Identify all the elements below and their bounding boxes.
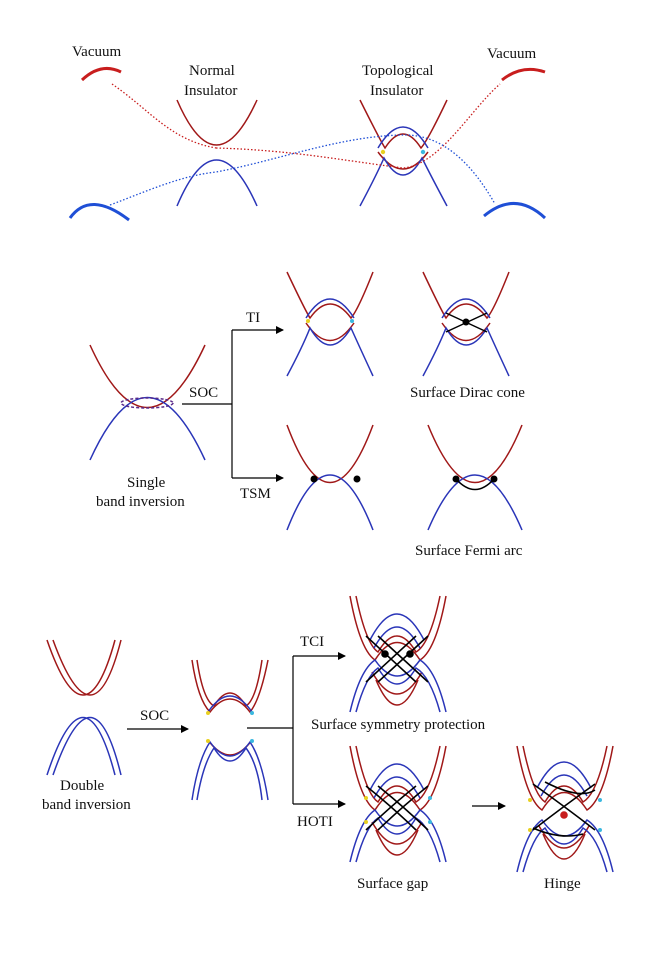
- vacuum-right-valence: [483, 202, 547, 220]
- normal-insulator-conduction: [176, 99, 258, 146]
- soc-label-c: SOC: [140, 708, 169, 724]
- normal-insulator-label-line2: Insulator: [184, 83, 237, 99]
- single-inversion-label-line2: band inversion: [96, 494, 185, 510]
- double-inversion-label-line2: band inversion: [42, 797, 131, 813]
- hinge-point: [560, 811, 568, 819]
- panel-a: Vacuum Vacuum Normal Insulator Topologic…: [68, 44, 547, 222]
- tci-bands: [349, 595, 447, 713]
- ti-bulk: [286, 271, 374, 377]
- single-inversion-conduction: [89, 344, 206, 408]
- vacuum-right-conduction: [501, 67, 546, 82]
- hinge-label: Hinge: [544, 876, 581, 892]
- single-inversion-ring: [120, 397, 174, 409]
- dirac-point: [462, 318, 470, 326]
- vacuum-left-label: Vacuum: [72, 44, 121, 60]
- topological-insulator-label-line1: Topological: [362, 63, 433, 79]
- red-connection-right: [215, 83, 501, 169]
- double-inversion-label-line1: Double: [60, 778, 105, 794]
- normal-insulator-label-line1: Normal: [189, 63, 235, 79]
- tci-label: TCI: [300, 634, 324, 650]
- single-inversion-label-line1: Single: [127, 475, 166, 491]
- tsm-label: TSM: [240, 486, 271, 502]
- ti-surface-dirac: [422, 271, 510, 377]
- hinge-bands: [516, 745, 614, 873]
- normal-insulator-valence: [176, 159, 258, 207]
- ti-mix-dot-right: [420, 149, 426, 155]
- ti-label: TI: [246, 310, 260, 326]
- surface-dirac-cone-label: Surface Dirac cone: [410, 385, 525, 401]
- ti-valence-band: [359, 156, 448, 207]
- ti-inverted-lower: [377, 151, 429, 170]
- topological-insulator-label-line2: Insulator: [370, 83, 423, 99]
- soc-label-b: SOC: [189, 385, 218, 401]
- double-inversion-bands: [46, 639, 122, 776]
- surface-symmetry-protection-label: Surface symmetry protection: [311, 717, 486, 733]
- surface-gap-label: Surface gap: [357, 876, 428, 892]
- vacuum-left-valence: [68, 203, 130, 222]
- blue-connection: [109, 134, 496, 206]
- vacuum-left-conduction: [80, 66, 122, 82]
- tsm-bulk: [286, 424, 374, 531]
- ti-mix-dot-left: [380, 149, 386, 155]
- ti-inverted-upper: [377, 126, 429, 149]
- surface-fermi-arc-label: Surface Fermi arc: [415, 543, 523, 559]
- panel-c: Double band inversion SOC TCI HOTI: [42, 595, 614, 892]
- hoti-label: HOTI: [297, 814, 333, 830]
- hoti-surface-gap-bands: [349, 745, 447, 863]
- ti-conduction-band: [359, 99, 448, 150]
- vacuum-right-label: Vacuum: [487, 46, 536, 62]
- red-connection-left: [111, 83, 217, 149]
- panel-b: Single band inversion SOC TI TSM Surface…: [89, 271, 525, 559]
- tsm-surface-fermi-arc: [427, 424, 523, 531]
- fermi-arc: [455, 478, 495, 491]
- double-inversion-soc-bands: [191, 659, 269, 801]
